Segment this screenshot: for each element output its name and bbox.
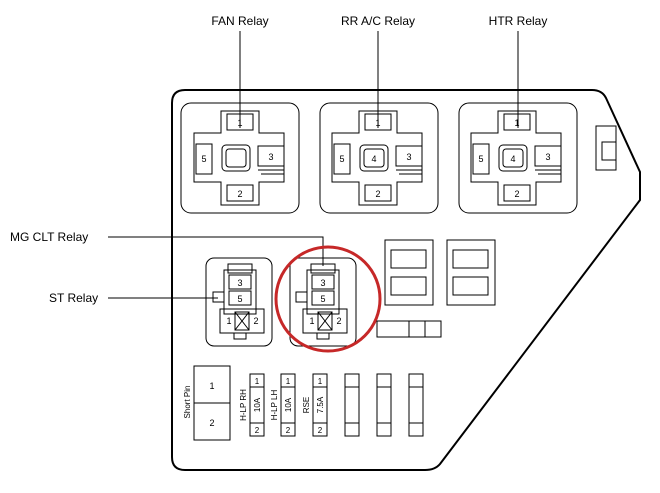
pin-3: 3 xyxy=(237,278,242,288)
pin-5: 5 xyxy=(320,294,325,304)
bar-slot xyxy=(376,320,442,338)
short-pin: 1 2 Short Pin xyxy=(183,365,231,441)
empty-relay-slot-1 xyxy=(384,239,434,306)
st-relay: 3 5 1 2 xyxy=(205,257,273,347)
empty-fuse-slot-3 xyxy=(408,373,424,437)
htr-relay-label: HTR Relay xyxy=(489,14,548,28)
pin-5: 5 xyxy=(201,154,206,164)
housing-outline xyxy=(171,89,641,471)
side-connector xyxy=(595,125,617,171)
short-pin-label: Short Pin xyxy=(183,386,192,419)
pin-4: 4 xyxy=(371,154,376,164)
pin-2: 2 xyxy=(253,316,258,326)
pin-3: 3 xyxy=(268,152,273,162)
rr-ac-relay: 1 2 5 3 4 xyxy=(319,102,439,214)
pin-1: 1 xyxy=(375,118,380,128)
pin-3: 3 xyxy=(545,152,550,162)
fuse-h-lp-rh: H-LP RH 1 10A 2 xyxy=(239,373,265,437)
fuse-h-lp-lh: H-LP LH 1 10A 2 xyxy=(270,373,296,437)
empty-relay-slot-2 xyxy=(446,239,496,306)
fuse-rating: 10A xyxy=(284,397,293,412)
empty-fuse-slot-1 xyxy=(344,373,360,437)
pin-4: 4 xyxy=(510,154,515,164)
pin-3: 3 xyxy=(406,152,411,162)
fuse-name: H-LP RH xyxy=(239,389,248,421)
fuse-rating: 10A xyxy=(253,397,262,412)
pin-2: 2 xyxy=(514,189,519,199)
pin-1: 1 xyxy=(514,118,519,128)
pin-5: 5 xyxy=(237,294,242,304)
htr-relay: 1 2 5 3 4 xyxy=(458,102,578,214)
mg-clt-relay: 3 5 1 2 xyxy=(289,257,357,347)
fan-relay-label: FAN Relay xyxy=(211,14,268,28)
mg-clt-relay-label: MG CLT Relay xyxy=(10,230,88,244)
highlight-circle xyxy=(274,245,382,353)
pin-3: 3 xyxy=(320,278,325,288)
fuse-rse: RSE 1 7.5A 2 xyxy=(302,373,328,437)
fan-relay: 1 2 5 3 xyxy=(180,102,300,214)
fuse-rating: 7.5A xyxy=(316,396,325,413)
pin-2: 2 xyxy=(255,426,260,435)
pin-2: 2 xyxy=(237,189,242,199)
pin-1: 1 xyxy=(309,316,314,326)
fuse-name: H-LP LH xyxy=(270,390,279,421)
pin-1: 1 xyxy=(226,316,231,326)
fuse-name: RSE xyxy=(302,397,311,413)
pin-5: 5 xyxy=(478,154,483,164)
pin-1: 1 xyxy=(286,377,291,386)
pin-2: 2 xyxy=(336,316,341,326)
pin-1: 1 xyxy=(237,118,242,128)
pin-1: 1 xyxy=(255,377,260,386)
pin-5: 5 xyxy=(339,154,344,164)
pin-1: 1 xyxy=(318,377,323,386)
st-relay-label: ST Relay xyxy=(49,291,98,305)
pin-1: 1 xyxy=(209,381,214,391)
rr-ac-relay-label: RR A/C Relay xyxy=(341,14,415,28)
pin-2: 2 xyxy=(286,426,291,435)
pin-2: 2 xyxy=(375,189,380,199)
pin-2: 2 xyxy=(209,418,214,428)
pin-2: 2 xyxy=(318,426,323,435)
empty-fuse-slot-2 xyxy=(376,373,392,437)
